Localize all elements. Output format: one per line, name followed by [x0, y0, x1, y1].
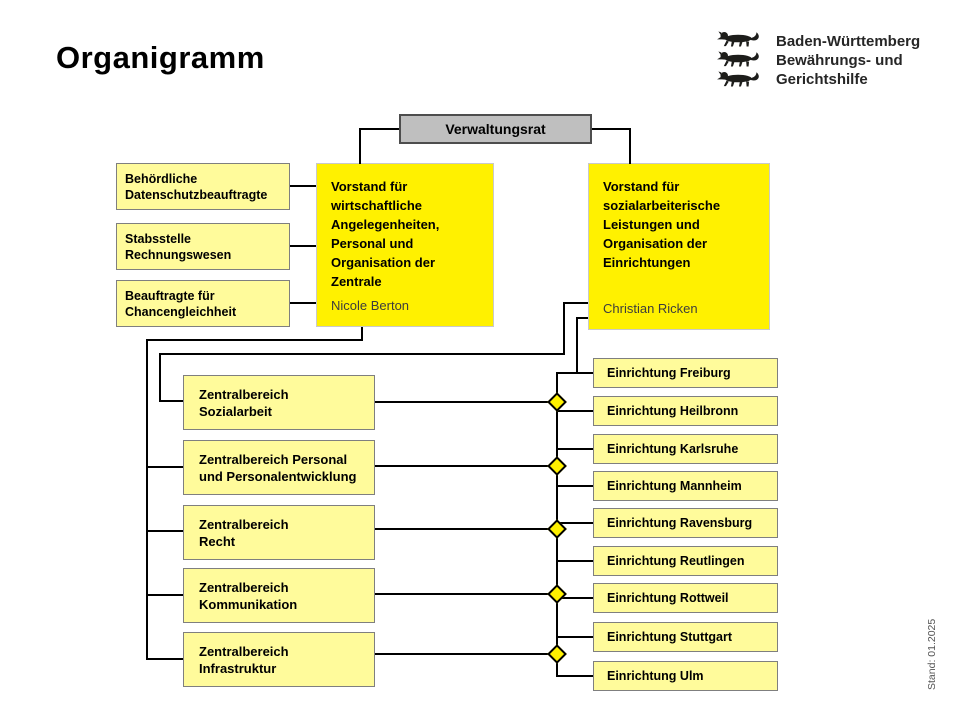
- diamond-marker-icon: [547, 392, 567, 412]
- connector-line: [359, 128, 361, 164]
- logo-line-3: Gerichtshilfe: [776, 71, 868, 88]
- einrichtung-mannheim-label: Einrichtung Mannheim: [607, 479, 742, 493]
- box-vorstand-sozial: Vorstand für sozialarbeiterische Leistun…: [588, 163, 770, 330]
- box-zentralbereich-kommunikation: Zentralbereich Kommunikation: [183, 568, 375, 623]
- box-einrichtung-karlsruhe: Einrichtung Karlsruhe: [593, 434, 778, 464]
- diamond-marker-icon: [547, 584, 567, 604]
- verwaltungsrat-label: Verwaltungsrat: [445, 121, 546, 137]
- einrichtung-ulm-label: Einrichtung Ulm: [607, 669, 704, 683]
- einrichtung-karlsruhe-label: Einrichtung Karlsruhe: [607, 442, 739, 456]
- box-zentralbereich-personal: Zentralbereich Personal und Personalentw…: [183, 440, 375, 495]
- connector-line: [375, 401, 557, 403]
- connector-line: [563, 302, 565, 355]
- zentralbereich-personal-label: Zentralbereich Personal und Personalentw…: [199, 451, 357, 484]
- connector-line: [375, 465, 557, 467]
- connector-line: [159, 400, 183, 402]
- connector-line: [146, 466, 183, 468]
- einrichtung-stuttgart-label: Einrichtung Stuttgart: [607, 630, 732, 644]
- einrichtung-reutlingen-label: Einrichtung Reutlingen: [607, 554, 745, 568]
- connector-line: [557, 597, 593, 599]
- logo-text: Baden-Württemberg Bewährungs- und Gerich…: [776, 30, 920, 89]
- box-zentralbereich-infrastruktur: Zentralbereich Infrastruktur: [183, 632, 375, 687]
- box-einrichtung-freiburg: Einrichtung Freiburg: [593, 358, 778, 388]
- connector-line: [629, 128, 631, 164]
- box-datenschutzbeauftragte: Behördliche Datenschutzbeauftragte: [116, 163, 290, 210]
- box-einrichtung-rottweil: Einrichtung Rottweil: [593, 583, 778, 613]
- einrichtung-ravensburg-label: Einrichtung Ravensburg: [607, 516, 753, 530]
- connector-line: [146, 594, 183, 596]
- box-einrichtung-heilbronn: Einrichtung Heilbronn: [593, 396, 778, 426]
- connector-line: [577, 317, 588, 319]
- connector-line: [375, 528, 557, 530]
- zentralbereich-sozialarbeit-label: Zentralbereich Sozialarbeit: [199, 386, 289, 419]
- coat-of-arms-lions-icon: [716, 30, 763, 89]
- vorstand-sozial-title: Vorstand für sozialarbeiterische Leistun…: [603, 179, 721, 270]
- connector-line: [557, 636, 593, 638]
- box-rechnungswesen: Stabsstelle Rechnungswesen: [116, 223, 290, 270]
- diamond-marker-icon: [547, 644, 567, 664]
- connector-line: [290, 185, 316, 187]
- vorstand-wirtschaft-name: Nicole Berton: [331, 298, 410, 313]
- connector-line: [556, 372, 593, 374]
- connector-line: [576, 317, 578, 374]
- connector-line: [146, 658, 183, 660]
- logo: Baden-Württemberg Bewährungs- und Gerich…: [716, 30, 920, 89]
- box-vorstand-wirtschaft: Vorstand für wirtschaftliche Angelegenhe…: [316, 163, 494, 327]
- einrichtung-heilbronn-label: Einrichtung Heilbronn: [607, 404, 739, 418]
- box-einrichtung-reutlingen: Einrichtung Reutlingen: [593, 546, 778, 576]
- connector-line: [290, 245, 316, 247]
- box-einrichtung-stuttgart: Einrichtung Stuttgart: [593, 622, 778, 652]
- connector-line: [146, 530, 183, 532]
- connector-line: [159, 353, 161, 402]
- box-einrichtung-mannheim: Einrichtung Mannheim: [593, 471, 778, 501]
- einrichtung-freiburg-label: Einrichtung Freiburg: [607, 366, 731, 380]
- connector-line: [557, 675, 593, 677]
- rechnungswesen-label: Stabsstelle Rechnungswesen: [125, 231, 232, 262]
- datenschutzbeauftragte-label: Behördliche Datenschutzbeauftragte: [125, 171, 268, 202]
- box-zentralbereich-recht: Zentralbereich Recht: [183, 505, 375, 560]
- page-title: Organigramm: [56, 40, 265, 75]
- connector-line: [557, 410, 593, 412]
- logo-line-1: Baden-Württemberg: [776, 33, 921, 50]
- box-zentralbereich-sozialarbeit: Zentralbereich Sozialarbeit: [183, 375, 375, 430]
- version-date-label: Stand: 01.2025: [926, 618, 938, 690]
- diamond-marker-icon: [547, 456, 567, 476]
- connector-line: [375, 653, 557, 655]
- vorstand-sozial-name: Christian Ricken: [603, 301, 698, 316]
- box-einrichtung-ulm: Einrichtung Ulm: [593, 661, 778, 691]
- connector-line: [557, 448, 593, 450]
- box-einrichtung-ravensburg: Einrichtung Ravensburg: [593, 508, 778, 538]
- connector-line: [146, 339, 148, 660]
- einrichtung-rottweil-label: Einrichtung Rottweil: [607, 591, 729, 605]
- zentralbereich-kommunikation-label: Zentralbereich Kommunikation: [199, 579, 298, 612]
- vorstand-wirtschaft-title: Vorstand für wirtschaftliche Angelegenhe…: [331, 179, 440, 289]
- connector-line: [361, 327, 363, 341]
- connector-line: [159, 353, 565, 355]
- box-verwaltungsrat: Verwaltungsrat: [399, 114, 592, 144]
- connector-line: [360, 128, 399, 130]
- connector-line: [557, 522, 593, 524]
- box-chancengleichheit: Beauftragte für Chancengleichheit: [116, 280, 290, 327]
- connector-line: [592, 128, 631, 130]
- connector-line: [375, 593, 557, 595]
- zentralbereich-infrastruktur-label: Zentralbereich Infrastruktur: [199, 643, 289, 676]
- connector-line: [563, 302, 588, 304]
- logo-line-2: Bewährungs- und: [776, 52, 903, 69]
- connector-line: [557, 560, 593, 562]
- connector-line: [557, 485, 593, 487]
- connector-line: [146, 339, 363, 341]
- zentralbereich-recht-label: Zentralbereich Recht: [199, 516, 289, 549]
- chancengleichheit-label: Beauftragte für Chancengleichheit: [125, 288, 237, 319]
- connector-line: [290, 302, 316, 304]
